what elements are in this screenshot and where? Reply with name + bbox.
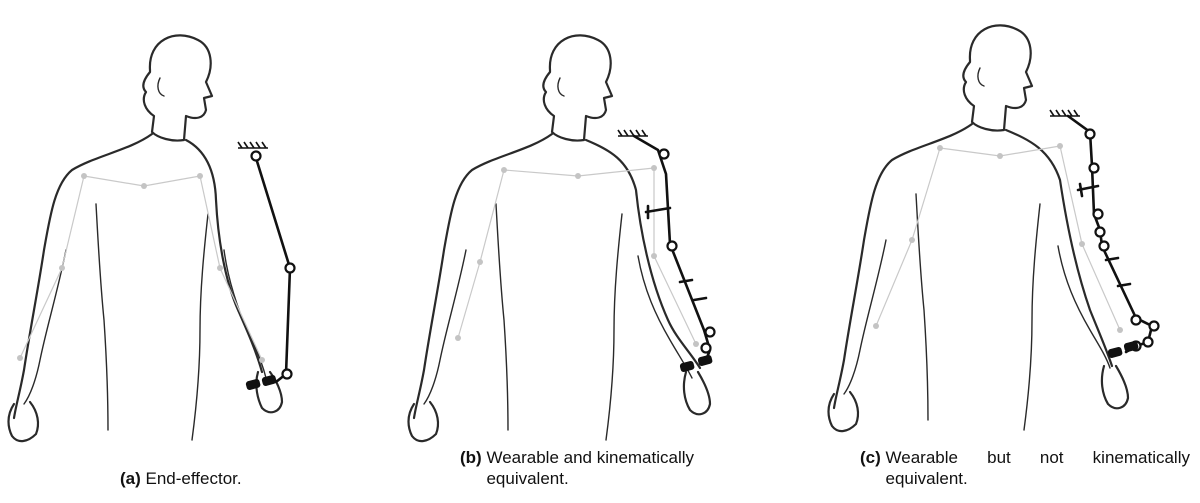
exoskeleton-robot [1050,110,1159,359]
caption-a: (a) End-effector. [120,468,350,489]
joint [1094,210,1103,219]
handle-pad [1107,346,1123,358]
human-figure [9,35,283,441]
exoskeleton-robot [618,130,715,373]
joint [1150,322,1159,331]
handle-pad [679,360,695,372]
panel-b: (b) Wearable and kinematically equivalen… [400,0,800,503]
end-effector-robot [238,142,295,391]
human-figure [409,35,711,441]
skeleton-overlay [455,165,699,347]
caption-tag: (a) [120,468,141,489]
joint [1100,242,1109,251]
joint [1132,316,1141,325]
elbow-joint [286,264,295,273]
joint [1144,338,1153,347]
shoulder-joint [660,150,669,159]
wrist-joint [706,328,715,337]
joint [1096,228,1105,237]
handle-pad [261,374,277,386]
wrist-joint [283,370,292,379]
skeleton-overlay [873,143,1123,333]
caption-b: (b) Wearable and kinematically equivalen… [460,447,780,489]
ground-symbol [618,130,648,136]
human-figure [829,25,1129,431]
figure-c [800,0,1200,503]
figure-a [0,0,400,503]
base-joint [252,152,261,161]
wrist-joint [702,344,711,353]
caption-tag: (c) [860,447,881,489]
panel-c: (c) Wearable but not kinematically equiv… [800,0,1200,503]
figure-b [400,0,800,503]
caption-c: (c) Wearable but not kinematically equiv… [860,447,1190,489]
joint [1086,130,1095,139]
ground-symbol [238,142,268,148]
elbow-joint [668,242,677,251]
panel-a: (a) End-effector. [0,0,400,503]
caption-text: Wearable and kinematically equivalent. [486,447,780,489]
joint [1090,164,1099,173]
caption-text: Wearable but not kinematically equivalen… [886,447,1190,489]
handle-pad [245,378,261,390]
caption-text: End-effector. [146,468,242,489]
handle-pad [697,354,713,366]
caption-tag: (b) [460,447,482,489]
ground-symbol [1050,110,1080,116]
